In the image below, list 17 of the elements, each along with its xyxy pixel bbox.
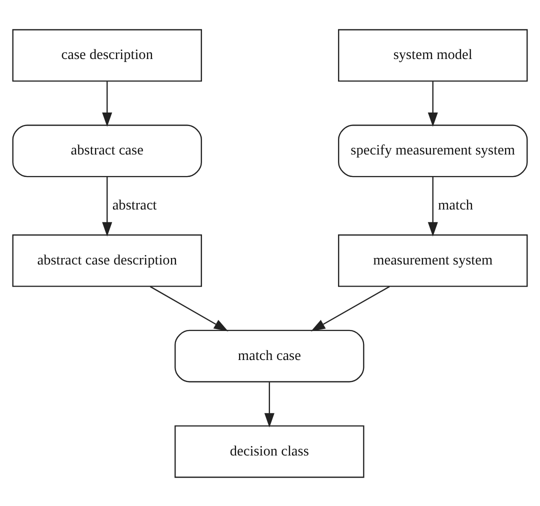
edge-label: match: [438, 196, 474, 213]
arrow: [264, 382, 274, 427]
node-box: measurement system: [338, 234, 528, 286]
node-box: decision class: [174, 424, 364, 478]
node-box: match case: [174, 329, 364, 382]
node-box: abstract case: [12, 124, 202, 177]
arrow: [102, 81, 112, 126]
arrow: [428, 176, 438, 236]
arrow: [310, 286, 390, 331]
node-box: system model: [338, 28, 528, 82]
node-box: abstract case description: [12, 234, 202, 286]
node-box: specify measurement system: [338, 124, 528, 177]
edge-label: abstract: [112, 196, 157, 213]
arrow: [102, 176, 112, 236]
arrow: [428, 81, 438, 126]
arrow: [150, 286, 228, 331]
node-box: case description: [12, 28, 202, 82]
